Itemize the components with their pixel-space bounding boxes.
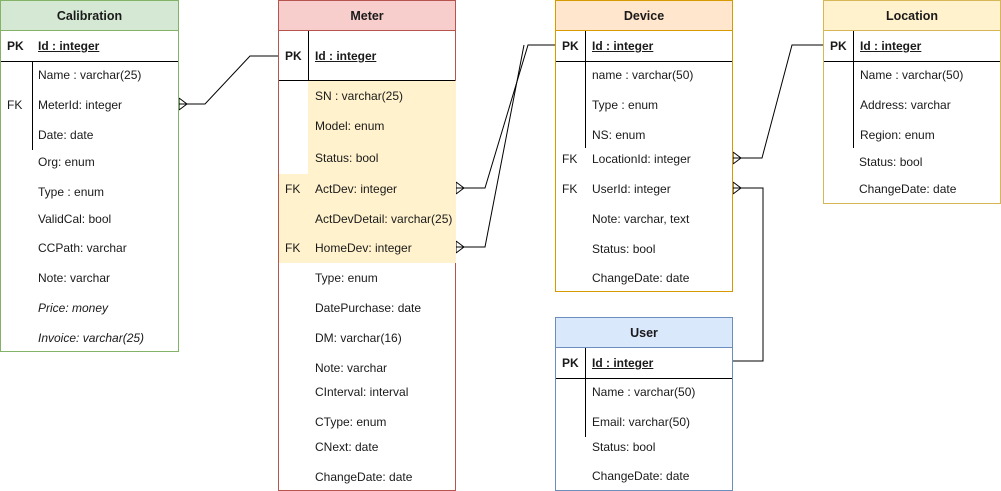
meter-table[interactable]: Meter PK Id : integer FK FK SN : varchar… bbox=[278, 0, 456, 491]
key-separator bbox=[32, 62, 33, 150]
pk-label: PK bbox=[830, 39, 847, 53]
field: Name : varchar(50) bbox=[592, 385, 696, 399]
location-table[interactable]: Location PK Id : integer Name : varchar(… bbox=[823, 0, 1001, 204]
field: Address: varchar bbox=[860, 98, 951, 112]
field: DM: varchar(16) bbox=[315, 331, 402, 345]
field: Invoice: varchar(25) bbox=[38, 331, 145, 345]
crowfoot-meter-actdev bbox=[455, 181, 465, 195]
location-pk-row: PK Id : integer bbox=[824, 31, 1000, 62]
relation-device-location bbox=[733, 44, 823, 159]
pk-label: PK bbox=[285, 49, 302, 63]
field: CType: enum bbox=[315, 415, 387, 429]
field: Note: varchar bbox=[315, 361, 388, 375]
field: Note: varchar, text bbox=[592, 212, 690, 226]
calibration-title: Calibration bbox=[1, 1, 178, 31]
field: ChangeDate: date bbox=[592, 271, 690, 285]
field: ChangeDate: date bbox=[592, 469, 690, 483]
key-separator bbox=[308, 31, 309, 81]
field: CNext: date bbox=[315, 440, 379, 454]
field: Type : enum bbox=[38, 185, 105, 199]
highlight-block bbox=[279, 174, 456, 263]
user-table[interactable]: User PK Id : integer Name : varchar(50) … bbox=[555, 317, 733, 491]
field: Status: bool bbox=[592, 242, 656, 256]
pk-field: Id : integer bbox=[38, 39, 100, 53]
relation-device-user bbox=[733, 187, 764, 362]
fk-label: FK bbox=[7, 98, 23, 112]
relation-meter-homedev-device bbox=[456, 44, 525, 248]
pk-field: Id : integer bbox=[860, 39, 922, 53]
pk-label: PK bbox=[562, 356, 579, 370]
field: CCPath: varchar bbox=[38, 241, 127, 255]
key-separator bbox=[585, 348, 586, 437]
field: UserId: integer bbox=[592, 182, 671, 196]
pk-field: Id : integer bbox=[592, 356, 654, 370]
field: Org: enum bbox=[38, 155, 95, 169]
field: DatePurchase: date bbox=[315, 301, 422, 315]
device-pk-row: PK Id : integer bbox=[556, 31, 732, 62]
field: MeterId: integer bbox=[38, 98, 123, 112]
key-separator bbox=[853, 31, 854, 148]
field: Name : varchar(25) bbox=[38, 68, 142, 82]
field: Name : varchar(50) bbox=[860, 68, 964, 82]
field: ActDevDetail: varchar(25) bbox=[315, 212, 453, 226]
field: Date: date bbox=[38, 128, 94, 142]
key-separator bbox=[585, 31, 586, 148]
user-title: User bbox=[556, 318, 732, 348]
field: HomeDev: integer bbox=[315, 241, 412, 255]
field: Email: varchar(50) bbox=[592, 415, 691, 429]
location-title: Location bbox=[824, 1, 1000, 31]
fk-label: FK bbox=[562, 152, 578, 166]
relation-calibration-meter bbox=[179, 55, 278, 105]
calibration-pk-row: PK Id : integer bbox=[1, 31, 178, 62]
field: ChangeDate: date bbox=[315, 470, 413, 484]
calibration-table[interactable]: Calibration PK Id : integer FK Name : va… bbox=[0, 0, 179, 352]
field: Status: bool bbox=[592, 440, 656, 454]
field: NS: enum bbox=[592, 128, 646, 142]
pk-field: Id : integer bbox=[315, 49, 377, 63]
field: LocationId: integer bbox=[592, 152, 691, 166]
field: Type : enum bbox=[592, 98, 659, 112]
field: Price: money bbox=[38, 301, 109, 315]
relation-meter-actdev-device bbox=[456, 44, 555, 189]
field: Region: enum bbox=[860, 128, 935, 142]
field: Status: bool bbox=[859, 155, 923, 169]
field: Note: varchar bbox=[38, 271, 111, 285]
field: CInterval: interval bbox=[315, 385, 409, 399]
meter-pk-row: PK Id : integer bbox=[279, 31, 455, 81]
pk-field: Id : integer bbox=[592, 39, 654, 53]
field: Type: enum bbox=[315, 271, 378, 285]
user-pk-row: PK Id : integer bbox=[556, 348, 732, 379]
crowfoot-device-userid bbox=[732, 181, 742, 195]
meter-title: Meter bbox=[279, 1, 455, 31]
crowfoot-calibration-meterid bbox=[178, 97, 188, 111]
pk-label: PK bbox=[7, 39, 24, 53]
field: ActDev: integer bbox=[315, 182, 398, 196]
highlight-block bbox=[308, 81, 456, 174]
crowfoot-device-locationid bbox=[732, 151, 742, 165]
field: ChangeDate: date bbox=[859, 182, 957, 196]
fk-label: FK bbox=[562, 182, 578, 196]
field: name : varchar(50) bbox=[592, 68, 694, 82]
device-table[interactable]: Device PK Id : integer FK FK name : varc… bbox=[555, 0, 733, 292]
field: ValidCal: bool bbox=[38, 212, 112, 226]
device-title: Device bbox=[556, 1, 732, 31]
field: Status: bool bbox=[315, 151, 379, 165]
crowfoot-meter-homedev bbox=[455, 240, 465, 254]
field: Model: enum bbox=[315, 119, 385, 133]
pk-label: PK bbox=[562, 39, 579, 53]
fk-label: FK bbox=[285, 182, 301, 196]
fk-label: FK bbox=[285, 241, 301, 255]
field: SN : varchar(25) bbox=[315, 89, 404, 103]
